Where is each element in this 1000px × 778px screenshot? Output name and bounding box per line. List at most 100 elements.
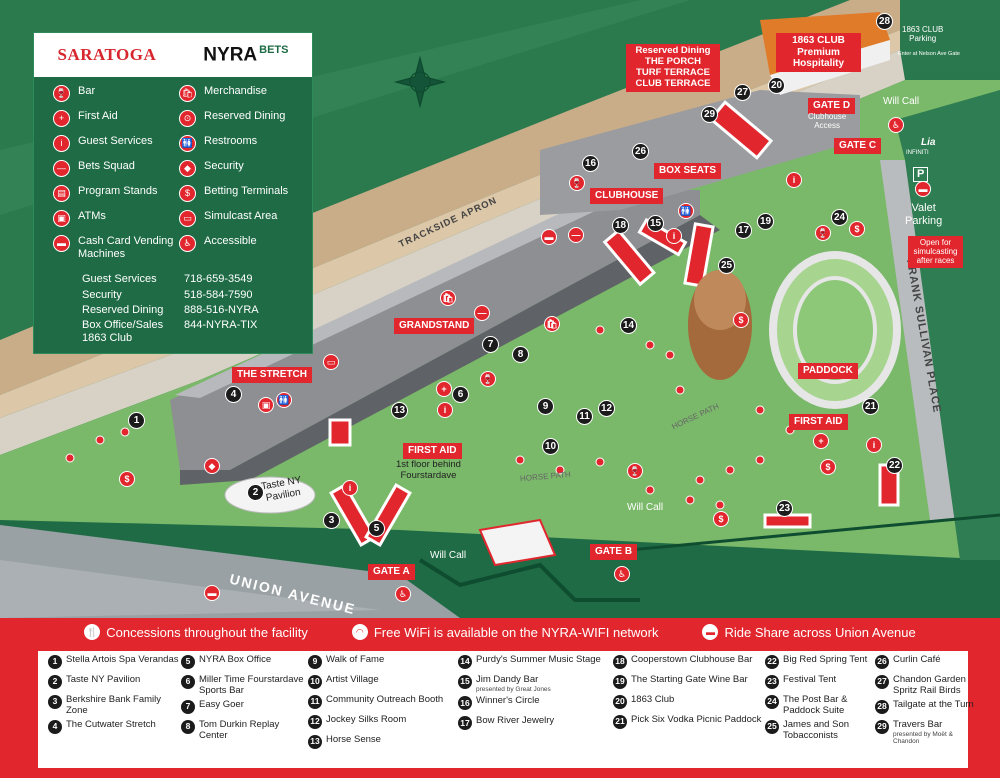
guest-services-icon[interactable]: i bbox=[437, 402, 453, 418]
bar-icon[interactable]: 🍷 bbox=[480, 371, 496, 387]
guest-services-icon[interactable]: i bbox=[786, 172, 802, 188]
cash-card-icon[interactable]: ▬ bbox=[541, 229, 557, 245]
gate-d-label[interactable]: GATE D bbox=[808, 98, 856, 114]
location-marker-25[interactable]: 25 bbox=[718, 257, 735, 274]
bets-squad-icon[interactable]: — bbox=[474, 305, 490, 321]
location-marker-10[interactable]: 10 bbox=[542, 438, 559, 455]
location-marker-27[interactable]: 27 bbox=[734, 84, 751, 101]
location-marker-16[interactable]: 16 bbox=[582, 155, 599, 172]
legend-item-betting-terminals: $Betting Terminals bbox=[179, 185, 304, 204]
location-marker-24[interactable]: 24 bbox=[831, 209, 848, 226]
location-marker-1[interactable]: 1 bbox=[128, 412, 145, 429]
location-marker-26[interactable]: 26 bbox=[632, 143, 649, 160]
location-marker-12[interactable]: 12 bbox=[598, 400, 615, 417]
betting-terminals-icon[interactable]: $ bbox=[733, 312, 749, 328]
location-marker-5[interactable]: 5 bbox=[368, 520, 385, 537]
guest-services-icon[interactable]: i bbox=[666, 228, 682, 244]
location-marker-13[interactable]: 13 bbox=[391, 402, 408, 419]
restrooms-icon[interactable]: 🚻 bbox=[678, 203, 694, 219]
location-marker-8[interactable]: 8 bbox=[512, 346, 529, 363]
location-marker-18[interactable]: 18 bbox=[612, 217, 629, 234]
betting-terminals-icon[interactable]: $ bbox=[713, 511, 729, 527]
betting-terminals-icon[interactable]: $ bbox=[119, 471, 135, 487]
ride-share-icon[interactable]: ▬ bbox=[204, 585, 220, 601]
gate-c-label[interactable]: GATE C bbox=[834, 138, 882, 154]
location-marker-6[interactable]: 6 bbox=[452, 386, 469, 403]
location-marker-29[interactable]: 29 bbox=[701, 106, 718, 123]
simulcast-icon[interactable]: ▭ bbox=[323, 354, 339, 370]
location-marker-23[interactable]: 23 bbox=[776, 500, 793, 517]
location-marker-14[interactable]: 14 bbox=[620, 317, 637, 334]
betting-terminals-icon[interactable]: $ bbox=[820, 459, 836, 475]
gate-a-label[interactable]: GATE A bbox=[368, 564, 415, 580]
location-marker-11[interactable]: 11 bbox=[576, 408, 593, 425]
first-aid-icon[interactable]: + bbox=[813, 433, 829, 449]
bar-icon[interactable]: 🍷 bbox=[569, 175, 585, 191]
accessible-icon[interactable]: ♿ bbox=[888, 117, 904, 133]
restrooms-icon[interactable]: 🚻 bbox=[276, 392, 292, 408]
merchandise-icon[interactable]: 🛍 bbox=[440, 290, 456, 306]
accessible-icon[interactable]: ♿ bbox=[395, 586, 411, 602]
saratoga-logo: SARATOGA bbox=[57, 45, 157, 64]
location-marker-20[interactable]: 20 bbox=[768, 77, 785, 94]
merchandise-icon[interactable]: 🛍 bbox=[544, 316, 560, 332]
first-aid-icon[interactable]: + bbox=[436, 381, 452, 397]
footer-band: 🍴Concessions throughout the facility ◠Fr… bbox=[0, 618, 1000, 778]
location-marker-15[interactable]: 15 bbox=[647, 215, 664, 232]
location-marker-9[interactable]: 9 bbox=[537, 398, 554, 415]
legend-item-accessible: ♿Accessible bbox=[179, 235, 304, 261]
location-marker-3[interactable]: 3 bbox=[323, 512, 340, 529]
location-marker-4[interactable]: 4 bbox=[225, 386, 242, 403]
accessible-icon[interactable]: ♿ bbox=[614, 566, 630, 582]
location-marker-28[interactable]: 28 bbox=[876, 13, 893, 30]
atm-icon[interactable]: ▣ bbox=[258, 397, 274, 413]
security-icon[interactable]: ◆ bbox=[204, 458, 220, 474]
guest-services-icon[interactable]: i bbox=[342, 480, 358, 496]
location-marker-22[interactable]: 22 bbox=[886, 457, 903, 474]
location-marker-2[interactable]: 2 bbox=[247, 484, 264, 501]
gate-b-label[interactable]: GATE B bbox=[590, 544, 638, 560]
bets-squad-icon[interactable]: — bbox=[568, 227, 584, 243]
location-marker-17[interactable]: 17 bbox=[735, 222, 752, 239]
betting-terminals-icon[interactable]: $ bbox=[849, 221, 865, 237]
guest-services-icon[interactable]: i bbox=[866, 437, 882, 453]
location-marker-21[interactable]: 21 bbox=[862, 398, 879, 415]
location-marker-7[interactable]: 7 bbox=[482, 336, 499, 353]
location-marker-19[interactable]: 19 bbox=[757, 213, 774, 230]
bar-icon[interactable]: 🍷 bbox=[815, 225, 831, 241]
bar-icon[interactable]: 🍷 bbox=[627, 463, 643, 479]
